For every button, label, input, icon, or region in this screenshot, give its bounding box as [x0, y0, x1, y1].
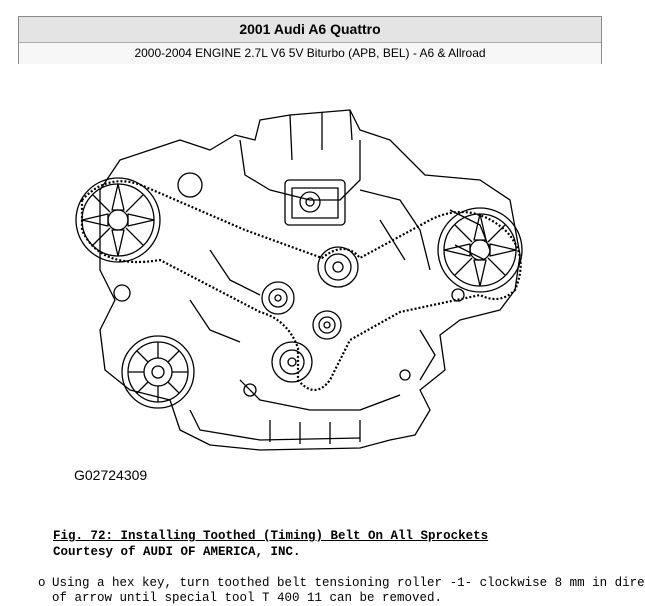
lower-idler-roller [312, 310, 342, 340]
instruction-line-2: of arrow until special tool T 400 11 can… [52, 591, 443, 605]
timing-belt-diagram [75, 109, 523, 451]
bullet-icon: o [38, 576, 46, 590]
vehicle-title: 2001 Audi A6 Quattro [19, 17, 601, 43]
left-camshaft-sprocket [75, 177, 161, 263]
instruction-line-1: Using a hex key, turn toothed belt tensi… [52, 576, 645, 590]
figure-code: G02724309 [74, 467, 148, 483]
caption-title: Fig. 72: Installing Toothed (Timing) Bel… [53, 529, 489, 543]
timing-belt [80, 180, 522, 392]
caption-courtesy: Courtesy of AUDI OF AMERICA, INC. [53, 545, 301, 559]
document-header: 2001 Audi A6 Quattro 2000-2004 ENGINE 2.… [18, 16, 602, 64]
instruction-step: o Using a hex key, turn toothed belt tens… [38, 576, 645, 606]
vibration-damper [121, 335, 195, 409]
engine-block-outline [99, 109, 521, 451]
tensioner-roller [261, 281, 295, 315]
crankshaft-sprocket [271, 341, 313, 383]
right-camshaft-sprocket [437, 207, 523, 293]
engine-subtitle: 2000-2004 ENGINE 2.7L V6 5V Biturbo (APB… [19, 43, 601, 64]
idler-roller [317, 246, 359, 288]
figure-caption: Fig. 72: Installing Toothed (Timing) Bel… [53, 528, 488, 560]
